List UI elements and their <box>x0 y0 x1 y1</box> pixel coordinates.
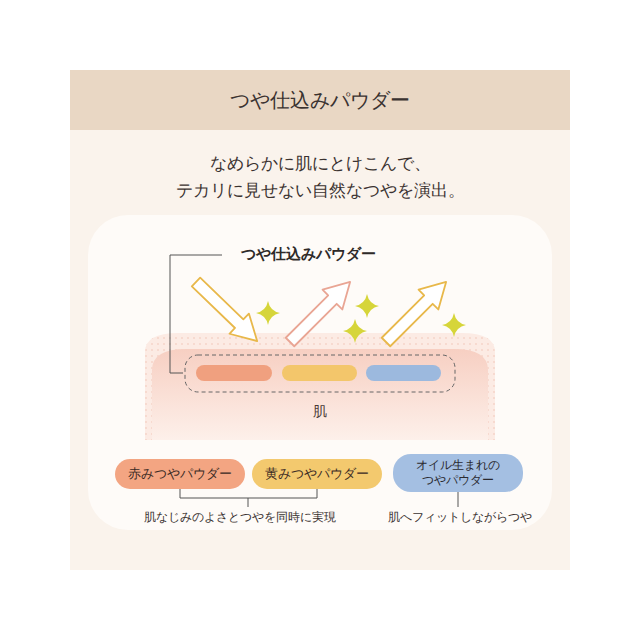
skin-region: 肌 <box>290 399 350 425</box>
bracket-line <box>248 498 249 507</box>
node-text: 黄みつやパウダー <box>265 466 369 482</box>
sparkle <box>442 313 466 337</box>
node-text: オイル生まれの つやパウダー <box>416 458 500 488</box>
node-text: 赤みつやパウダー <box>128 466 232 482</box>
red-powder-pill <box>196 365 272 381</box>
blue-powder-pill <box>366 365 441 381</box>
incoming-light-arrow <box>186 272 267 351</box>
skin-inner <box>152 349 488 440</box>
skin-texture <box>145 333 495 440</box>
callout-label: つや仕込みパウダー <box>241 245 376 263</box>
powder-tag: オイル生まれの つやパウダー <box>393 454 523 492</box>
reflect-arrow <box>376 272 456 352</box>
leader-line <box>458 491 459 507</box>
bracket-line <box>180 489 317 498</box>
caption: 肌へフィットしながらつや <box>388 510 532 526</box>
powder-tag: 黄みつやパウダー <box>252 459 382 489</box>
reflect-arrow <box>280 272 360 352</box>
sparkle <box>256 301 280 325</box>
text-line: つやパウダー <box>416 473 500 488</box>
title: つや仕込みパウダー <box>230 88 410 112</box>
text-line: オイル生まれの <box>416 458 500 473</box>
inner-panel <box>88 215 552 530</box>
subtitle: なめらかに肌にとけこんで、 テカリに見せない自然なつやを演出。 <box>176 150 465 204</box>
node-text: 肌 <box>313 403 327 421</box>
sparkle <box>343 319 367 343</box>
sparkle <box>355 294 379 318</box>
title-band <box>70 70 570 130</box>
powder-tag: 赤みつやパウダー <box>115 459 245 489</box>
yellow-powder-pill <box>282 365 357 381</box>
skin-outer <box>145 333 495 440</box>
text-line: テカリに見せない自然なつやを演出。 <box>176 177 465 204</box>
caption: 肌なじみのよさとつやを同時に実現 <box>144 510 336 526</box>
outer-panel <box>70 70 570 570</box>
dashed-group <box>185 355 455 392</box>
text-line: なめらかに肌にとけこんで、 <box>176 150 465 177</box>
